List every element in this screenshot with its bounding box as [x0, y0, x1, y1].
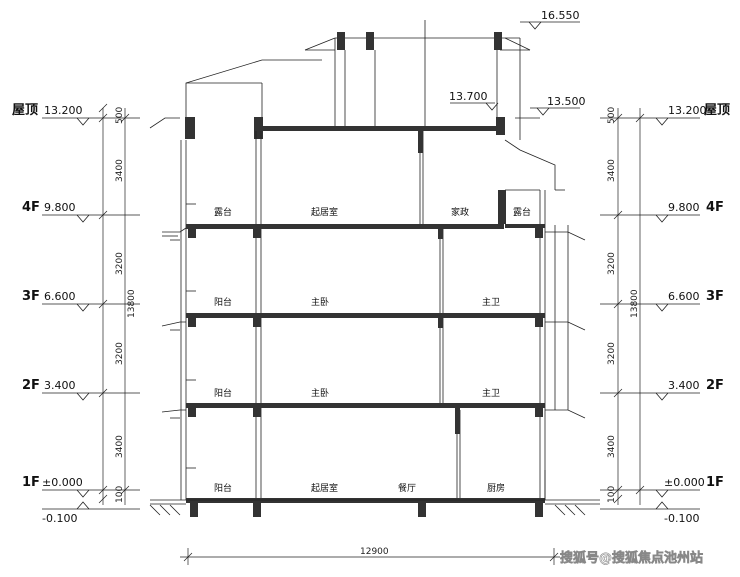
right-level-markers: 13.200 屋顶 9.800 4F 6.600 3F 3.400 2F ±0.…	[600, 103, 730, 525]
width-dimension: 12900	[180, 547, 560, 565]
dim-1f-left: 3400	[115, 435, 125, 458]
room-label-1f-kitchen: 厨房	[487, 482, 505, 494]
level-elev-roof: 13.200	[44, 104, 83, 117]
dim-2f-left: 3200	[115, 342, 125, 365]
level-name-3f: 3F	[22, 289, 40, 304]
dim-2f-right: 3200	[607, 342, 617, 365]
level-name-roof: 屋顶	[12, 103, 38, 118]
dim-base-right: 100	[607, 486, 617, 503]
level-elev-roof-r: 13.200	[668, 104, 707, 117]
level-elev-2f-r: 3.400	[668, 379, 700, 392]
room-label-1f-dining: 餐厅	[398, 482, 416, 494]
watermark-text: 搜狐号@搜狐焦点池州站	[560, 550, 703, 566]
room-label-1f-balcony: 阳台	[214, 482, 232, 494]
dim-total-right: 13800	[630, 289, 640, 318]
level-name-2f-r: 2F	[706, 378, 724, 393]
room-label-2f-balcony: 阳台	[214, 387, 232, 399]
dim-4f-right: 3400	[607, 159, 617, 182]
level-elev-ground-left: -0.100	[42, 512, 77, 525]
room-label-4f-housekeeping: 家政	[451, 206, 469, 218]
level-elev-ground-right: -0.100	[664, 512, 699, 525]
room-label-2f-master-bath: 主卫	[482, 387, 500, 399]
elev-peak: 16.550	[541, 9, 580, 22]
level-elev-1f-r: ±0.000	[664, 476, 705, 489]
room-label-2f-master-bedroom: 主卧	[311, 387, 329, 399]
dim-roof-parapet-left: 500	[115, 107, 125, 124]
dim-4f-left: 3400	[115, 159, 125, 182]
level-name-roof-r: 屋顶	[704, 103, 730, 118]
level-name-4f-r: 4F	[706, 200, 724, 215]
elev-parapet: 13.500	[547, 95, 586, 108]
level-name-2f: 2F	[22, 378, 40, 393]
top-elevation-callouts: 16.550 13.700 13.500	[449, 9, 586, 116]
dim-base-left: 100	[115, 486, 125, 503]
dim-roof-parapet-right: 500	[607, 107, 617, 124]
dim-1f-right: 3400	[607, 435, 617, 458]
level-elev-2f: 3.400	[44, 379, 76, 392]
level-name-1f: 1F	[22, 475, 40, 490]
room-label-4f-living: 起居室	[311, 206, 338, 218]
room-label-3f-master-bedroom: 主卧	[311, 296, 329, 308]
watermark: 搜狐号@搜狐焦点池州站	[560, 550, 704, 567]
building-section	[149, 20, 600, 517]
level-elev-4f-r: 9.800	[668, 201, 700, 214]
elev-mid: 13.700	[449, 90, 488, 103]
level-elev-3f-r: 6.600	[668, 290, 700, 303]
level-elev-1f: ±0.000	[42, 476, 83, 489]
left-level-markers: 屋顶 13.200 4F 9.800 3F 6.600 2F 3.400 1F …	[12, 103, 140, 525]
level-name-4f: 4F	[22, 200, 40, 215]
room-labels: 露台 起居室 家政 露台 阳台 主卧 主卫 阳台 主卧 主卫 阳台 起居室 餐厅…	[214, 206, 531, 494]
room-label-4f-terrace-right: 露台	[513, 206, 531, 218]
dim-3f-left: 3200	[115, 252, 125, 275]
dim-3f-right: 3200	[607, 252, 617, 275]
dim-width-total: 12900	[360, 547, 389, 557]
level-elev-4f: 9.800	[44, 201, 76, 214]
room-label-3f-master-bath: 主卫	[482, 296, 500, 308]
level-name-3f-r: 3F	[706, 289, 724, 304]
room-label-4f-terrace-left: 露台	[214, 206, 232, 218]
level-name-1f-r: 1F	[706, 475, 724, 490]
level-elev-3f: 6.600	[44, 290, 76, 303]
room-label-3f-balcony: 阳台	[214, 296, 232, 308]
room-label-1f-living: 起居室	[311, 482, 338, 494]
dim-total-left: 13800	[127, 289, 137, 318]
